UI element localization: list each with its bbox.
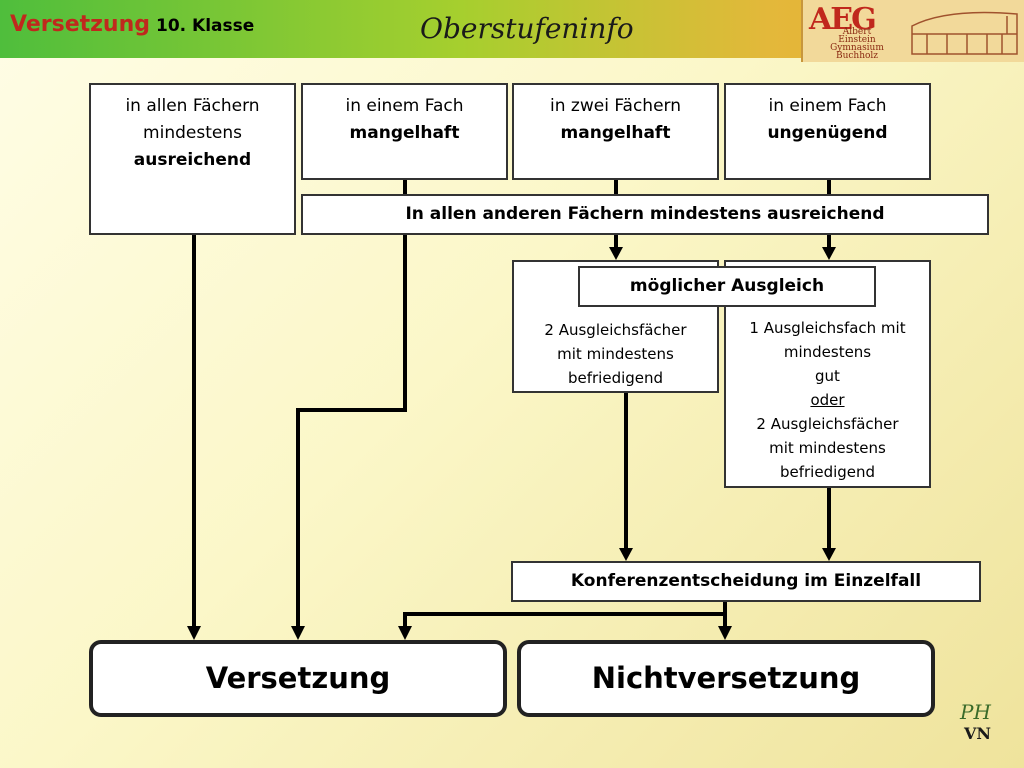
arrow-conference-to-pass <box>403 612 725 626</box>
logo-line: Gymnasium <box>830 43 884 53</box>
school-logo: AEG Albert Einstein Gymnasium Buchholz <box>801 0 1024 62</box>
case-all-sufficient: in allen Fächern mindestens ausreichend <box>89 83 296 235</box>
condition-bar: In allen anderen Fächern mindestens ausr… <box>301 194 989 235</box>
logo-line: Einstein <box>838 35 876 45</box>
logo-line: Albert <box>842 27 872 37</box>
logo-line: Buchholz <box>835 51 879 61</box>
page-title: Oberstufeninfo <box>420 12 634 45</box>
compensation-line: mit mindestens <box>557 345 674 363</box>
logo-text: Albert Einstein Gymnasium Buchholz <box>817 27 897 61</box>
case-line: mangelhaft <box>560 123 671 143</box>
school-building-icon <box>911 11 1018 55</box>
compensation-line: 2 Ausgleichsfächer <box>756 415 899 433</box>
arrow-col2-to-pass <box>296 180 407 626</box>
header-label-main: Versetzung <box>10 12 151 37</box>
compensation-line: befriedigend <box>779 463 876 481</box>
compensation-or: oder <box>810 391 845 409</box>
logo-monogram: AEG <box>809 2 877 37</box>
case-line: ausreichend <box>133 150 252 170</box>
header-label-sub: 10. Klasse <box>156 16 255 36</box>
compensation-line: mit mindestens <box>769 439 886 457</box>
compensation-line: 2 Ausgleichsfächer <box>544 321 687 339</box>
outcome-pass: Versetzung <box>89 640 507 717</box>
case-line: in zwei Fächern <box>550 96 681 116</box>
case-line: in einem Fach <box>345 96 464 116</box>
case-line: in einem Fach <box>768 96 887 116</box>
compensation-line: mindestens <box>783 343 872 361</box>
compensation-line: gut <box>815 367 840 385</box>
compensation-label: möglicher Ausgleich <box>578 266 876 307</box>
case-one-insufficient: in einem Fach ungenügend <box>724 83 931 180</box>
corner-logo-top: PH <box>960 700 991 724</box>
outcome-fail: Nichtversetzung <box>517 640 935 717</box>
corner-logo-bottom: VN <box>964 724 992 743</box>
case-line: mindestens <box>143 123 242 143</box>
case-one-poor: in einem Fach mangelhaft <box>301 83 508 180</box>
case-line: mangelhaft <box>349 123 460 143</box>
case-line: in allen Fächern <box>125 96 260 116</box>
conference-decision: Konferenzentscheidung im Einzelfall <box>511 561 981 602</box>
corner-logo: PH VN <box>958 700 1000 746</box>
compensation-line: befriedigend <box>567 369 664 387</box>
case-two-poor: in zwei Fächern mangelhaft <box>512 83 719 180</box>
compensation-line: 1 Ausgleichsfach mit <box>749 319 906 337</box>
case-line: ungenügend <box>767 123 888 143</box>
